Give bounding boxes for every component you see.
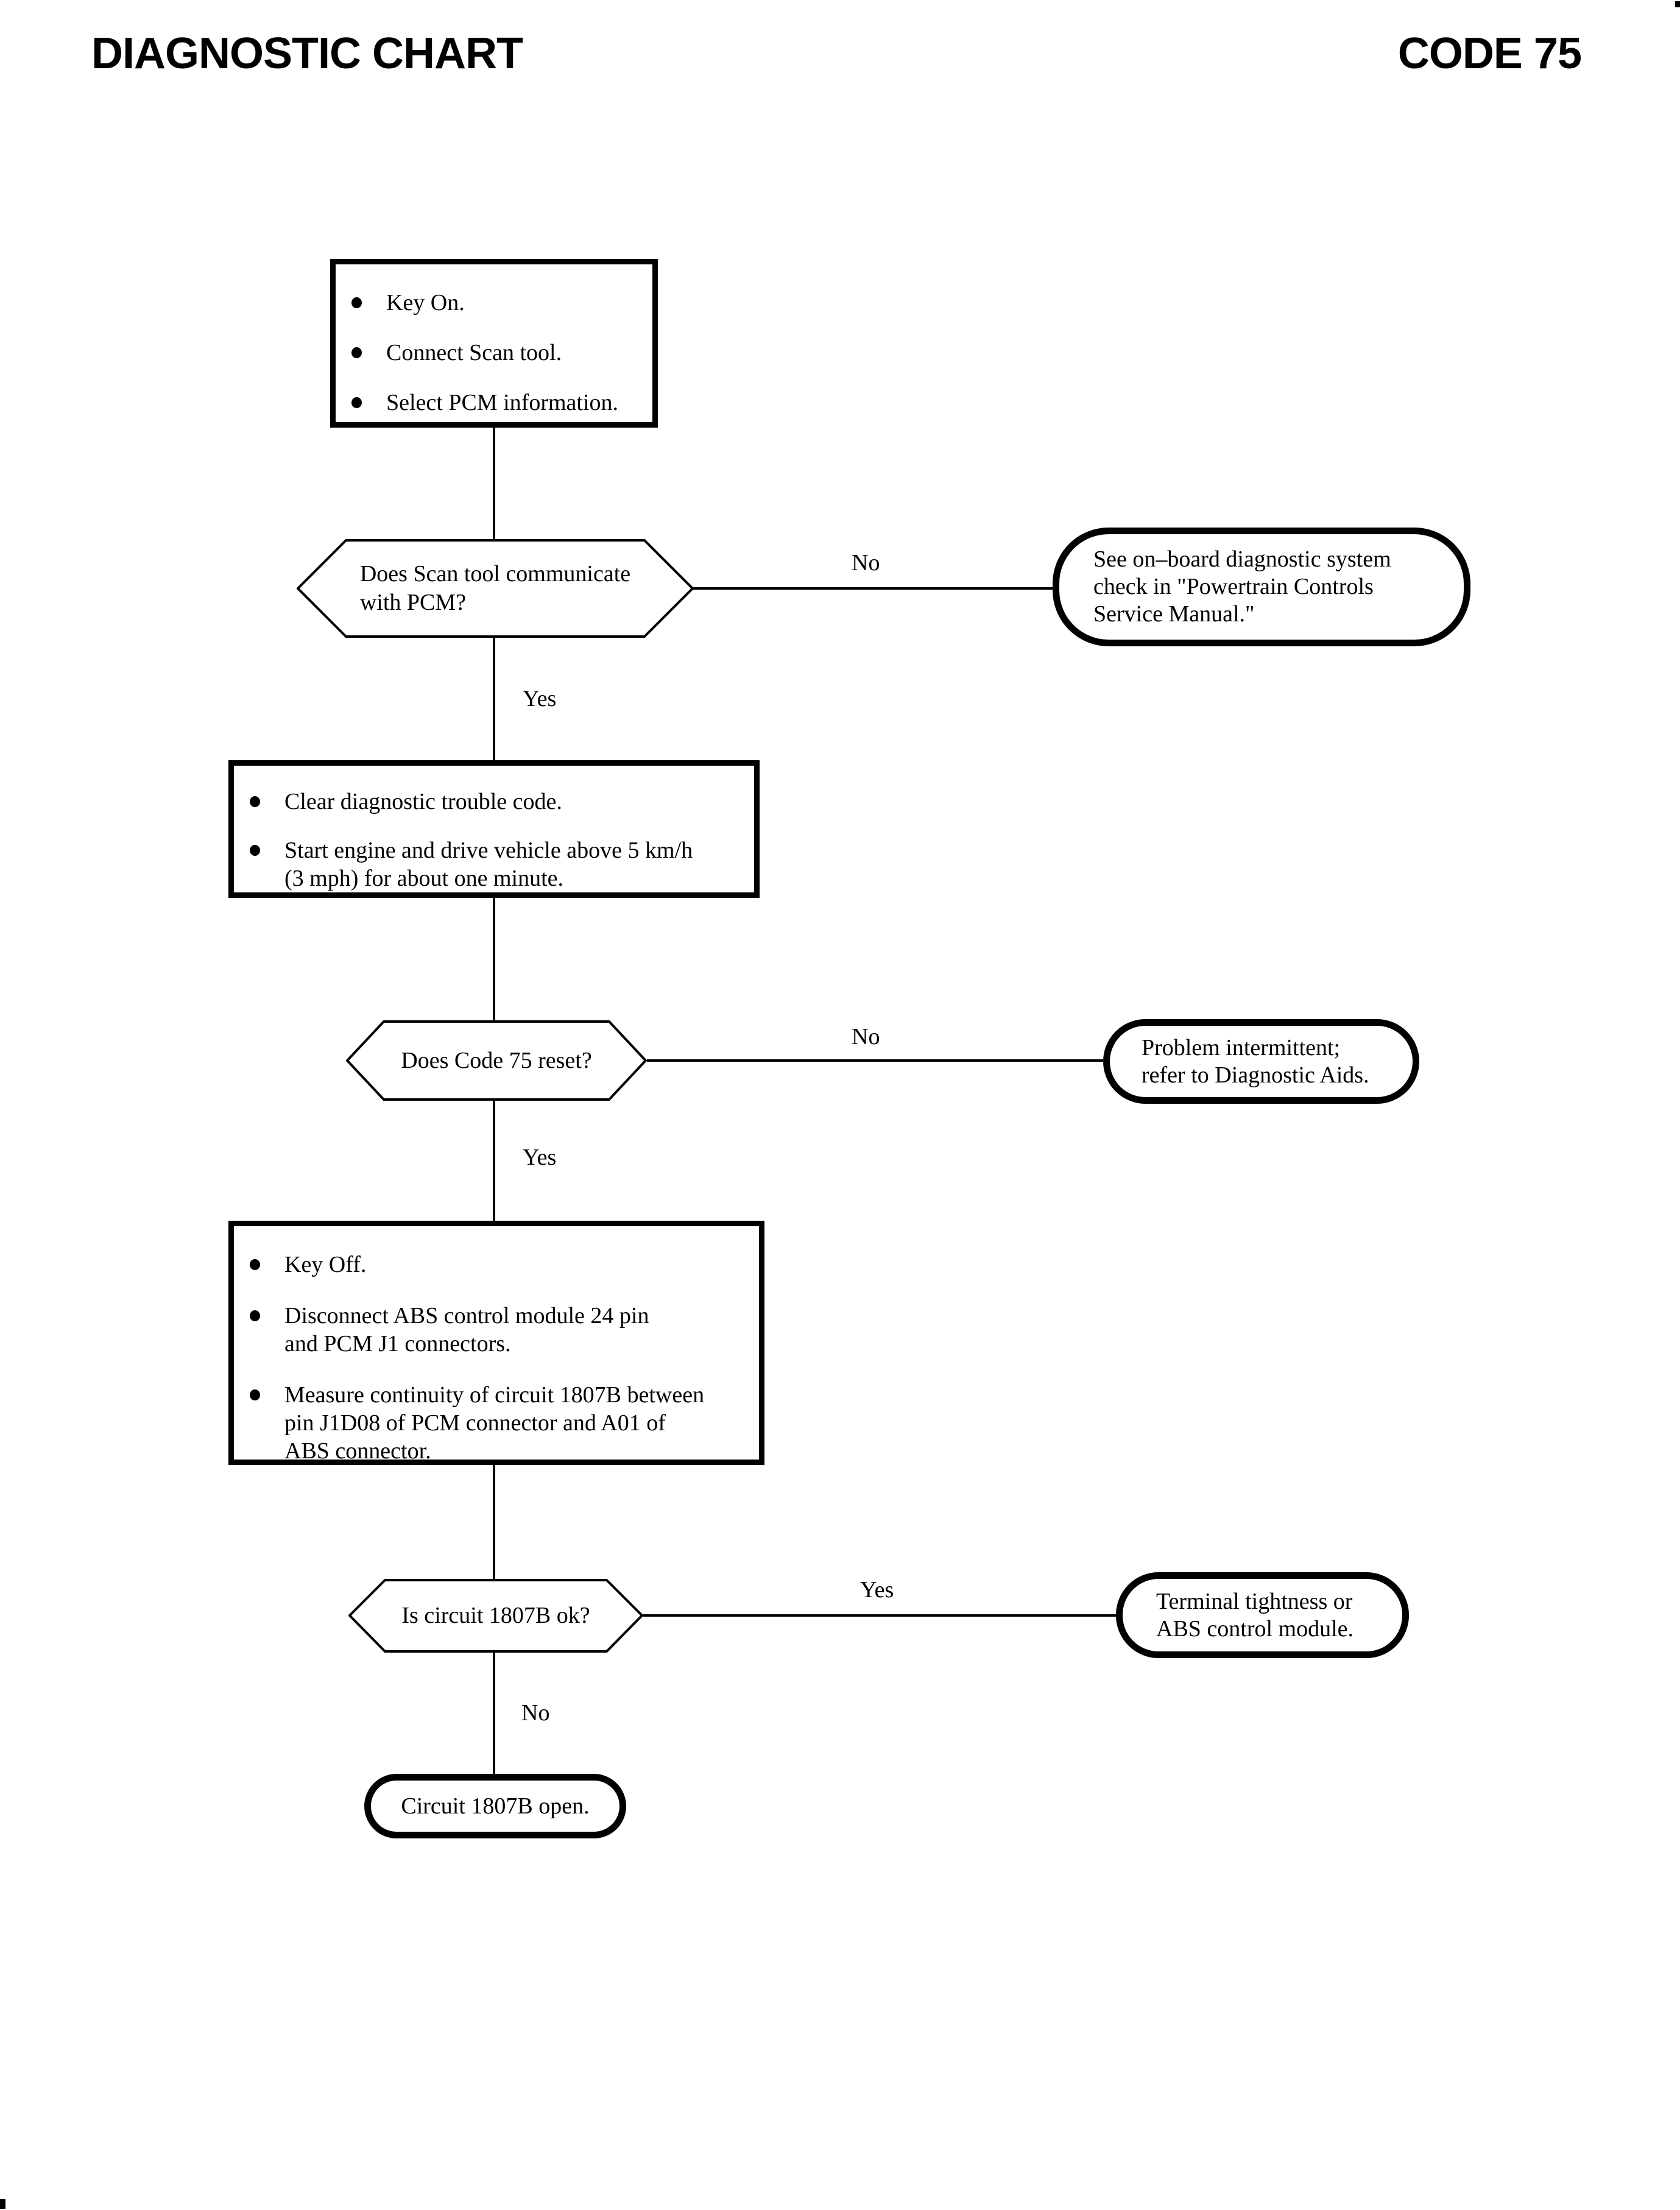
bullet-dot-icon — [351, 347, 362, 358]
bullet-text: Key On. — [386, 290, 465, 316]
terminal-line: Service Manual." — [1093, 601, 1255, 627]
terminal-line: Terminal tightness or — [1156, 1588, 1353, 1614]
bullet-text: Select PCM information. — [386, 390, 619, 415]
bullet-dot-icon — [351, 397, 362, 408]
bullet-item: Measure continuity of circuit 1807B betw… — [234, 1381, 759, 1465]
terminal-problem-intermittent: Problem intermittent; refer to Diagnosti… — [1103, 1019, 1419, 1104]
bullet-item: Select PCM information. — [336, 389, 652, 417]
edge-label-yes: Yes — [523, 1145, 557, 1170]
hexagon-shape-icon — [348, 1579, 643, 1653]
bullet-item: Clear diagnostic trouble code. — [234, 788, 754, 816]
decision-question-line: Is circuit 1807B ok? — [401, 1603, 590, 1628]
bullet-text: Measure continuity of circuit 1807B betw… — [284, 1382, 705, 1408]
process-step-3: Key Off. Disconnect ABS control module 2… — [228, 1221, 764, 1465]
decision-question-line: with PCM? — [359, 590, 467, 615]
bullet-text: pin J1D08 of PCM connector and A01 of — [284, 1410, 666, 1436]
terminal-circuit-1807b-open: Circuit 1807B open. — [364, 1774, 626, 1838]
terminal-terminal-tightness: Terminal tightness or ABS control module… — [1116, 1572, 1409, 1658]
page-code: CODE 75 — [1397, 29, 1582, 78]
bullet-item: Start engine and drive vehicle above 5 k… — [234, 836, 754, 892]
hexagon-shape-icon — [346, 1020, 647, 1101]
process-step-1: Key On. Connect Scan tool. Select PCM in… — [330, 259, 658, 428]
bullet-item: Key On. — [336, 289, 652, 317]
bullet-text: Disconnect ABS control module 24 pin — [284, 1303, 649, 1329]
terminal-line: ABS control module. — [1156, 1615, 1354, 1642]
bullet-text: Clear diagnostic trouble code. — [284, 789, 562, 814]
decision-code75-reset: Does Code 75 reset? — [346, 1020, 647, 1101]
terminal-line: refer to Diagnostic Aids. — [1142, 1062, 1369, 1088]
connector-decision2-step3 — [493, 1101, 495, 1221]
bullet-item: Connect Scan tool. — [336, 339, 652, 367]
connector-decision3-result3 — [643, 1614, 1116, 1617]
connector-decision3-result4 — [493, 1653, 495, 1774]
terminal-see-obd-check: See on–board diagnostic system check in … — [1053, 528, 1470, 646]
connector-step2-decision2 — [493, 898, 495, 1020]
bullet-dot-icon — [250, 1259, 260, 1270]
edge-label-no: No — [521, 1700, 550, 1726]
bullet-dot-icon — [250, 1310, 260, 1321]
bullet-dot-icon — [351, 297, 362, 308]
connector-step3-decision3 — [493, 1465, 495, 1579]
connector-decision2-result2 — [647, 1059, 1103, 1062]
scan-artifact — [0, 2199, 5, 2209]
process-step-2: Clear diagnostic trouble code. Start eng… — [228, 760, 760, 898]
bullet-dot-icon — [250, 1389, 260, 1400]
terminal-line: See on–board diagnostic system — [1093, 546, 1391, 572]
edge-label-no: No — [852, 550, 880, 576]
connector-decision1-step2 — [493, 638, 495, 760]
bullet-text: (3 mph) for about one minute. — [284, 866, 564, 891]
bullet-text: Start engine and drive vehicle above 5 k… — [284, 838, 693, 863]
terminal-line: check in "Powertrain Controls — [1093, 574, 1374, 599]
edge-label-no: No — [852, 1024, 880, 1050]
bullet-text: ABS connector. — [284, 1438, 431, 1464]
terminal-line: Problem intermittent; — [1142, 1034, 1341, 1061]
bullet-item: Disconnect ABS control module 24 pin and… — [234, 1302, 759, 1358]
bullet-item: Key Off. — [234, 1251, 759, 1279]
decision-question-line: Does Scan tool communicate — [359, 561, 631, 587]
page-title: DIAGNOSTIC CHART — [91, 29, 523, 78]
bullet-text: Connect Scan tool. — [386, 340, 562, 365]
bullet-dot-icon — [250, 845, 260, 856]
decision-scan-tool-communicate: Does Scan tool communicate with PCM? — [297, 539, 694, 638]
scan-artifact — [1675, 1, 1680, 7]
edge-label-yes: Yes — [860, 1577, 894, 1603]
connector-step1-decision1 — [493, 428, 495, 539]
decision-circuit-1807b-ok: Is circuit 1807B ok? — [348, 1579, 643, 1653]
connector-decision1-result1 — [693, 587, 1053, 590]
edge-label-yes: Yes — [523, 686, 557, 711]
hexagon-shape-icon — [297, 539, 694, 638]
bullet-text: and PCM J1 connectors. — [284, 1331, 511, 1357]
bullet-dot-icon — [250, 796, 260, 807]
bullet-text: Key Off. — [284, 1252, 367, 1277]
terminal-line: Circuit 1807B open. — [401, 1793, 590, 1819]
decision-question-line: Does Code 75 reset? — [401, 1047, 592, 1073]
